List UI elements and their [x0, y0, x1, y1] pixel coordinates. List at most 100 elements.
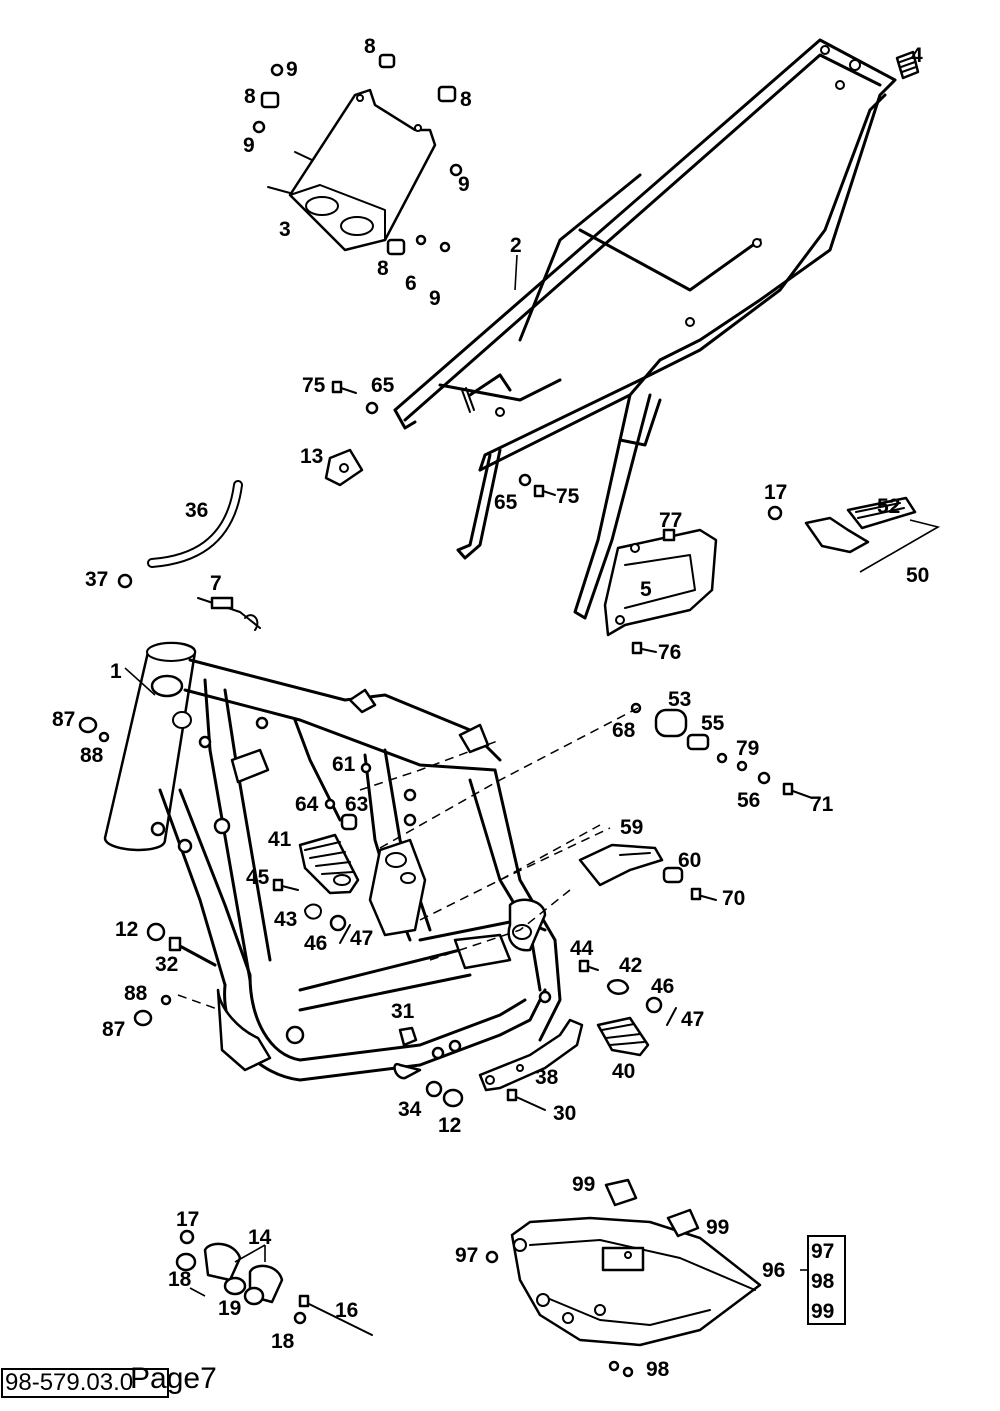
callout-19: 19 [218, 1297, 241, 1320]
kit-item-98: 98 [811, 1270, 835, 1293]
page-label: Page7 [130, 1362, 217, 1395]
callout-96: 96 [762, 1259, 785, 1282]
callout-9: 9 [429, 287, 441, 310]
callout-6: 6 [405, 272, 417, 295]
callout-8: 8 [460, 88, 472, 111]
callout-47: 47 [681, 1008, 704, 1031]
kit-item-99: 99 [811, 1300, 834, 1323]
callout-2: 2 [510, 234, 522, 257]
callout-77: 77 [659, 509, 682, 532]
callout-98: 98 [646, 1358, 670, 1381]
callout-8: 8 [377, 257, 389, 280]
callout-55: 55 [701, 712, 725, 735]
bracket-part-13 [324, 448, 364, 487]
callout-71: 71 [810, 793, 834, 816]
callout-34: 34 [398, 1098, 422, 1121]
callout-99: 99 [572, 1173, 595, 1196]
callout-43: 43 [274, 908, 297, 931]
callout-32: 32 [155, 953, 178, 976]
callout-1: 1 [110, 660, 122, 683]
callout-88: 88 [80, 744, 104, 767]
callout-17: 17 [176, 1208, 199, 1231]
callout-63: 63 [345, 793, 368, 816]
callout-16: 16 [335, 1299, 358, 1322]
callout-3: 3 [279, 218, 291, 241]
callout-59: 59 [620, 816, 643, 839]
callout-4: 4 [911, 44, 923, 67]
footpeg-bracket-part-5 [603, 528, 718, 655]
callout-99: 99 [706, 1216, 729, 1239]
callout-40: 40 [612, 1060, 635, 1083]
callout-61: 61 [332, 753, 356, 776]
callout-18: 18 [271, 1330, 295, 1353]
hose-part-36 [147, 480, 243, 568]
callout-79: 79 [736, 737, 759, 760]
plugs-87-88-lower [133, 994, 172, 1027]
callout-76: 76 [658, 641, 681, 664]
callout-75: 75 [302, 374, 326, 397]
callout-70: 70 [722, 887, 745, 910]
leader-lines [124, 254, 812, 1297]
callout-47: 47 [350, 927, 373, 950]
callout-60: 60 [678, 849, 701, 872]
callout-9: 9 [286, 58, 298, 81]
callout-56: 56 [737, 789, 760, 812]
nut-part-37 [117, 573, 133, 589]
bracket-mount-hardware [252, 53, 463, 256]
kit-box: 97 98 99 [807, 1235, 846, 1325]
callout-97: 97 [455, 1244, 478, 1267]
callout-31: 31 [391, 1000, 415, 1023]
bracket-part-14 [175, 1229, 373, 1336]
callout-7: 7 [210, 572, 222, 595]
callout-41: 41 [268, 828, 292, 851]
callout-53: 53 [668, 688, 691, 711]
main-frame-part-1 [103, 641, 562, 1082]
callout-18: 18 [168, 1268, 192, 1291]
callout-9: 9 [243, 134, 255, 157]
callout-46: 46 [651, 975, 674, 998]
frame-small-parts-61-63-64 [324, 762, 372, 831]
callout-14: 14 [248, 1226, 272, 1249]
callout-88: 88 [124, 982, 148, 1005]
callout-12: 12 [115, 918, 138, 941]
footpeg-part-40 [596, 1016, 650, 1057]
sensor-part-7 [197, 596, 261, 631]
bolt-75-washer-65-upper [331, 380, 379, 415]
callout-87: 87 [102, 1018, 125, 1041]
callout-8: 8 [364, 35, 376, 58]
subframe-part-2 [393, 38, 897, 620]
skid-plate-part-96 [485, 1178, 762, 1378]
callout-50: 50 [906, 564, 929, 587]
callout-44: 44 [570, 937, 594, 960]
footpeg-assembly-part-50 [767, 496, 941, 573]
callout-46: 46 [304, 932, 327, 955]
callout-labels: 8 9 8 8 9 9 3 8 6 9 4 2 75 65 13 65 75 3… [52, 35, 929, 1381]
callout-64: 64 [295, 793, 319, 816]
footpeg-hardware-right [578, 959, 677, 1026]
bolt-75-washer-65-lower [518, 473, 556, 498]
callout-30: 30 [553, 1102, 576, 1125]
engine-mount-hardware [630, 702, 813, 799]
callout-12: 12 [438, 1114, 461, 1137]
brake-lever-part-38 [478, 1018, 584, 1092]
bushing-12-bolt-32 [146, 922, 217, 967]
callout-45: 45 [246, 866, 270, 889]
footpeg-hardware-left [272, 878, 351, 944]
callout-5: 5 [640, 578, 652, 601]
bushing-34-12-bolt-30 [425, 1080, 546, 1111]
callout-68: 68 [612, 719, 636, 742]
callout-13: 13 [300, 445, 323, 468]
plugs-87-88-upper [78, 716, 110, 743]
callout-36: 36 [185, 499, 208, 522]
engine-guard-part-59 [578, 843, 717, 901]
callout-8: 8 [244, 85, 256, 108]
callout-87: 87 [52, 708, 75, 731]
footpeg-part-41 [298, 833, 360, 895]
callout-75: 75 [556, 485, 580, 508]
callout-42: 42 [619, 954, 642, 977]
drawing-number: 98-579.03.0 [1, 1368, 169, 1398]
grommet-part-4 [895, 50, 920, 80]
callout-65: 65 [371, 374, 395, 397]
callout-9: 9 [458, 173, 470, 196]
